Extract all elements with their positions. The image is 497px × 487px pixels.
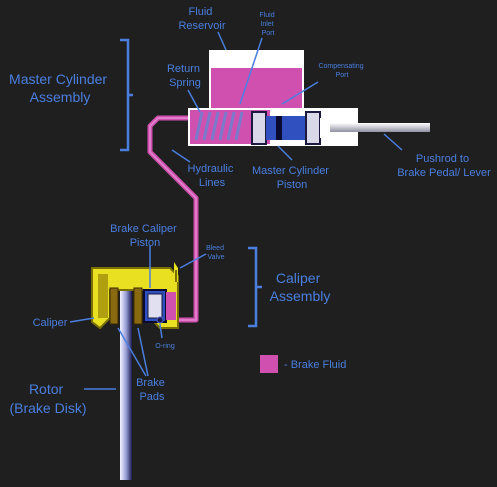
- label-return-spring: Return Spring: [167, 63, 203, 89]
- rotor: [120, 280, 132, 480]
- o-ring: [156, 316, 164, 324]
- master-cylinder-bracket: [120, 38, 133, 152]
- leader-inlet-port: [239, 37, 263, 105]
- legend-brake-fluid: - Brake Fluid: [284, 359, 346, 371]
- label-master-cylinder-assembly: Master Cylinder Assembly: [9, 71, 111, 105]
- leader-pad-left: [117, 327, 147, 377]
- label-caliper: Caliper: [33, 317, 68, 329]
- label-caliper-assembly: Caliper Assembly: [270, 270, 331, 304]
- leader-return-spring: [187, 89, 201, 113]
- leader-hydraulic-lines: [171, 149, 191, 163]
- leader-compensating-port: [281, 81, 319, 105]
- label-compensating-port: Compensating Port: [318, 63, 365, 79]
- leader-pushrod: [383, 133, 403, 151]
- label-o-ring: O-ring: [155, 343, 175, 350]
- label-fluid-inlet-port: Fluid Inlet Port: [259, 12, 276, 37]
- leader-reservoir: [217, 31, 227, 51]
- brake-pad-left: [109, 287, 119, 325]
- leader-bleed-valve: [179, 253, 207, 269]
- caliper-fluid: [166, 292, 176, 320]
- caliper-bracket: [248, 246, 262, 328]
- label-bleed-valve: Bleed Valve: [206, 245, 226, 261]
- label-brake-pads: Brake Pads: [136, 377, 168, 403]
- label-hydraulic-lines: Hydraulic Lines: [188, 163, 237, 189]
- label-fluid-reservoir: Fluid Reservoir: [178, 6, 225, 32]
- master-cylinder-piston: [251, 111, 267, 145]
- return-spring: [194, 111, 244, 141]
- leader-pad-right: [137, 327, 149, 377]
- reservoir-fluid: [211, 68, 302, 110]
- label-master-cylinder-piston: Master Cylinder Piston: [252, 165, 332, 191]
- label-pushrod: Pushrod to Brake Pedal/ Lever: [397, 153, 491, 179]
- pushrod: [330, 123, 430, 132]
- label-rotor: Rotor (Brake Disk): [9, 381, 86, 416]
- leader-caliper: [69, 317, 95, 323]
- leader-o-ring: [159, 323, 163, 339]
- piston-body: [266, 116, 306, 140]
- brake-pad-right: [133, 287, 143, 325]
- label-brake-caliper-piston: Brake Caliper Piston: [110, 223, 180, 249]
- legend-swatch-brake-fluid: [260, 355, 278, 373]
- leader-mc-piston: [277, 145, 293, 161]
